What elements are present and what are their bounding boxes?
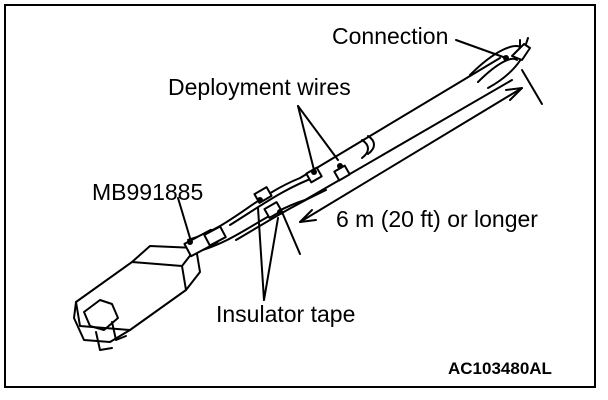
label-deployment-wires: Deployment wires <box>168 74 351 100</box>
dimension-arrow-right <box>505 87 523 101</box>
leader-mb991885 <box>177 197 191 239</box>
wire-lower <box>195 79 513 253</box>
dimension-line <box>299 87 523 223</box>
leader-insulator-a <box>257 207 265 301</box>
label-length: 6 m (20 ft) or longer <box>336 206 538 232</box>
break-mark-b <box>367 135 375 155</box>
connector-mb991885 <box>73 225 227 351</box>
leader-deployment-a <box>297 105 315 171</box>
leader-deployment-b <box>297 105 339 161</box>
extension-line-right <box>521 69 543 105</box>
leader-connection <box>455 39 507 59</box>
break-mark-a <box>361 139 369 159</box>
wire-loop-inner <box>477 57 518 83</box>
dimension-arrow-left <box>299 209 317 223</box>
connection-end <box>511 43 531 61</box>
extension-line-left <box>281 211 301 255</box>
label-tool-number: MB991885 <box>92 179 204 205</box>
label-insulator-tape: Insulator tape <box>216 301 356 327</box>
figure-code: AC103480AL <box>448 359 552 378</box>
label-connection: Connection <box>332 23 449 49</box>
leader-insulator-b <box>263 217 279 301</box>
wire-split-a <box>229 175 319 226</box>
tape-sleeve-b <box>263 201 283 219</box>
